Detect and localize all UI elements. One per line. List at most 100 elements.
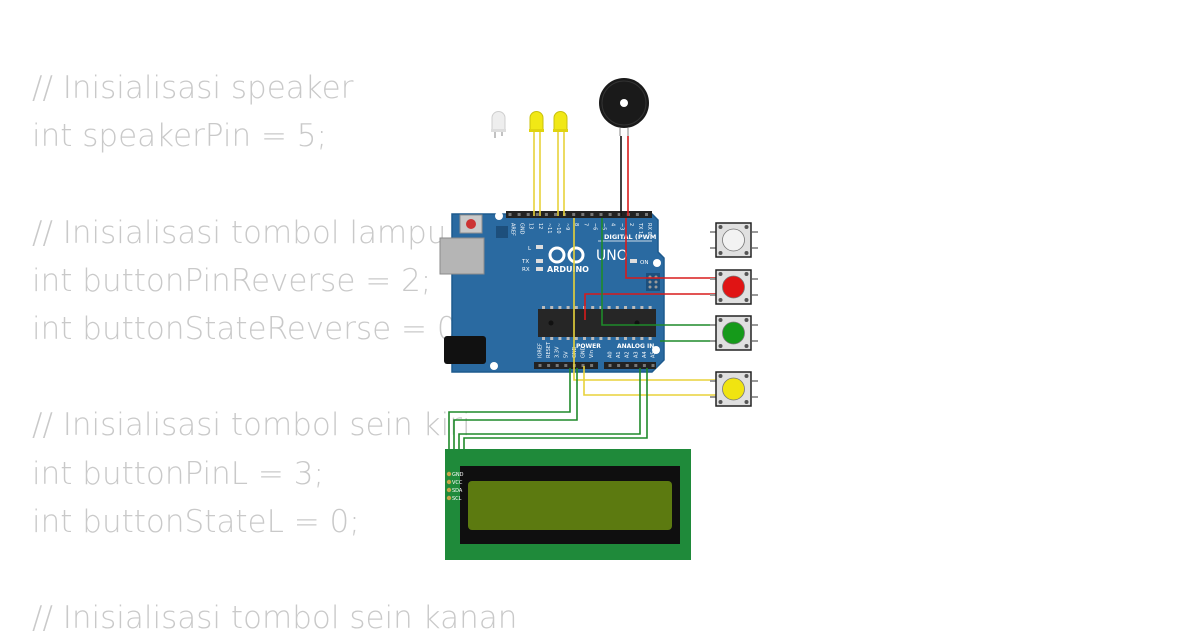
- header-pin[interactable]: [635, 213, 639, 216]
- pin-label: TX 1: [637, 222, 643, 234]
- led-yellow-1[interactable]: [529, 111, 544, 133]
- header-pin[interactable]: [547, 364, 551, 367]
- header-pin[interactable]: [642, 364, 646, 367]
- lcd-pin[interactable]: [446, 471, 452, 477]
- pin-label: GND: [572, 346, 578, 358]
- header-pin[interactable]: [608, 213, 612, 216]
- code-line: // Inisialisasi tombol lampu r: [32, 214, 470, 251]
- header-pin[interactable]: [645, 213, 648, 216]
- header-pin[interactable]: [625, 364, 629, 367]
- pin-label: A0: [608, 351, 614, 358]
- header-pin[interactable]: [554, 213, 557, 216]
- pin-label: A4: [642, 351, 648, 358]
- reset-button-cap[interactable]: [466, 219, 476, 229]
- led-l-label: L: [528, 246, 532, 252]
- code-line: // Inisialisasi tombol sein kiri: [32, 407, 471, 444]
- header-pin[interactable]: [617, 364, 621, 367]
- code-line: int speakerPin = 5;: [32, 118, 327, 155]
- led-on-label: ON: [640, 260, 648, 266]
- pin-label: ~3: [619, 223, 625, 230]
- push-button-green[interactable]: [710, 315, 758, 351]
- header-pin[interactable]: [634, 364, 638, 367]
- analog-label: ANALOG IN: [617, 343, 654, 350]
- pin-label: ~6: [591, 223, 597, 230]
- button-cap[interactable]: [722, 228, 745, 252]
- push-button-red[interactable]: [710, 269, 758, 305]
- pin-label: ~5: [601, 223, 607, 230]
- piezo-buzzer[interactable]: [599, 78, 649, 136]
- lcd-pin-label: VCC: [452, 480, 463, 486]
- code-line: int buttonPinReverse = 2;: [32, 262, 432, 299]
- pin-label: A5: [651, 351, 657, 358]
- pin-label: 2: [628, 223, 634, 226]
- pin-label: AREF: [510, 223, 516, 236]
- header-pin[interactable]: [590, 364, 594, 367]
- header-pin[interactable]: [538, 364, 542, 367]
- push-button-white[interactable]: [710, 222, 758, 258]
- pin-label: IOREF: [538, 343, 544, 358]
- arduino-logo-icon: [548, 246, 585, 264]
- button-cap[interactable]: [722, 321, 745, 345]
- header-pin[interactable]: [544, 213, 548, 216]
- header-pin[interactable]: [564, 364, 568, 367]
- header-pin[interactable]: [651, 364, 655, 367]
- header-pin[interactable]: [617, 213, 621, 216]
- pin-label: A3: [633, 351, 639, 358]
- pin-label: ~11: [546, 223, 552, 234]
- led-rx-label: RX: [522, 267, 530, 273]
- header-pin[interactable]: [590, 213, 594, 216]
- header-pin[interactable]: [572, 213, 576, 216]
- header-pin[interactable]: [508, 213, 512, 216]
- pin-label: 8: [573, 223, 579, 226]
- header-pin[interactable]: [599, 213, 603, 216]
- lcd-pin[interactable]: [446, 487, 452, 493]
- code-line: int buttonStateL = 0;: [32, 503, 360, 540]
- header-pin[interactable]: [608, 364, 612, 367]
- mounting-hole: [490, 362, 498, 370]
- lcd-screen: [468, 481, 672, 530]
- digital-header: [506, 211, 652, 218]
- power-label: POWER: [576, 343, 601, 350]
- pin-label: 5V: [563, 351, 569, 358]
- code-line: // Inisialisasi speaker: [32, 70, 354, 106]
- pin-label: ~10: [555, 223, 561, 234]
- board-model: UNO: [596, 248, 628, 264]
- lcd-pin[interactable]: [446, 495, 452, 501]
- pin-label: 7: [582, 223, 588, 226]
- pin-label: A2: [625, 351, 631, 358]
- header-pin[interactable]: [555, 364, 559, 367]
- mounting-hole: [495, 212, 503, 220]
- board-brand: ARDUINO: [547, 265, 589, 274]
- wires: [448, 132, 716, 498]
- analog-header: [604, 362, 656, 369]
- onboard-led-l: [536, 245, 543, 249]
- header-pin[interactable]: [526, 213, 530, 216]
- header-pin[interactable]: [581, 364, 585, 367]
- button-cap[interactable]: [722, 377, 745, 401]
- lcd-pin-label: SDA: [452, 488, 463, 494]
- button-cap[interactable]: [722, 275, 745, 299]
- icsp-header: [496, 226, 508, 238]
- pin-label: RX 0: [646, 223, 652, 235]
- led-white[interactable]: [491, 111, 506, 139]
- pin-label: A1: [616, 351, 622, 358]
- power-jack: [444, 336, 486, 364]
- pin-label: GND: [581, 346, 587, 358]
- code-line: int buttonPinL = 3;: [32, 455, 324, 492]
- mounting-hole: [653, 259, 661, 267]
- lcd-pin-label: SCL: [452, 496, 462, 502]
- onboard-led-on: [630, 259, 637, 263]
- header-pin[interactable]: [535, 213, 539, 216]
- led-yellow-2[interactable]: [553, 111, 568, 133]
- pin-label: 13: [528, 223, 534, 229]
- onboard-led-rx: [536, 267, 543, 271]
- lcd-pin[interactable]: [446, 479, 452, 485]
- pin-label: GND: [519, 223, 525, 235]
- header-pin[interactable]: [581, 213, 585, 216]
- push-button-yellow[interactable]: [710, 371, 758, 407]
- usb-connector: [439, 237, 485, 275]
- header-pin[interactable]: [517, 213, 521, 216]
